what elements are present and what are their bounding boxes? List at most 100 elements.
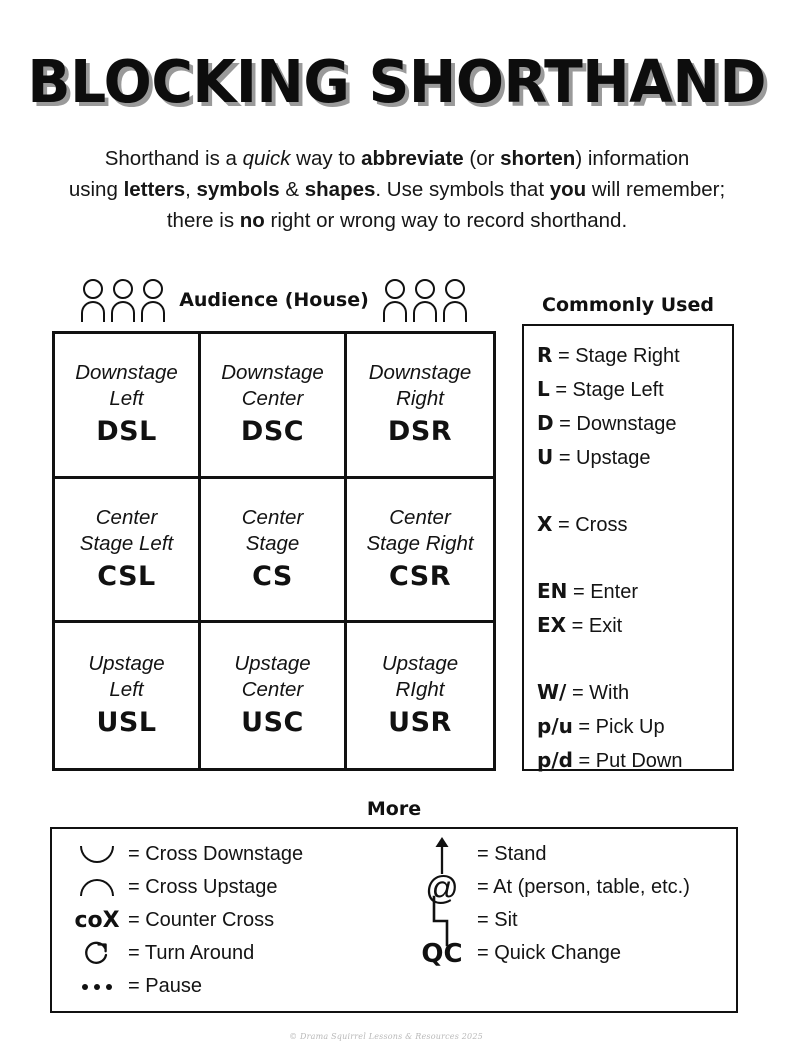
arc-downstage-icon (66, 846, 128, 863)
person-head (414, 278, 435, 299)
more-meaning: = Sit (477, 909, 518, 931)
intro-text-7: & (279, 178, 305, 201)
person-body (412, 300, 437, 322)
qc-text-icon: QC (407, 939, 477, 969)
stage-cell-abbr: USL (96, 707, 157, 739)
more-meaning: = Pause (128, 975, 202, 997)
more-right-column: = Stand @ = At (person, table, etc.) = S… (395, 829, 736, 1011)
commonly-used-entry: X = Cross (537, 508, 732, 542)
commonly-used-meaning: = Stage Right (557, 345, 680, 367)
intro-strong-shorten: shorten (500, 147, 576, 170)
turn-around-icon (66, 938, 128, 970)
stage-cell-abbr: USR (388, 707, 452, 739)
intro-strong-you: you (549, 178, 587, 201)
commonly-used-title: Commonly Used (542, 294, 714, 316)
more-left-column: = Cross Downstage = Cross Upstage coX = … (52, 829, 395, 1011)
intro-text-3: (or (463, 147, 501, 170)
commonly-used-spacer (537, 542, 732, 575)
commonly-used-meaning: = Put Down (578, 750, 683, 772)
more-symbol: coX (74, 908, 120, 933)
commonly-used-symbol: EX (537, 613, 567, 637)
intro-strong-abbreviate: abbreviate (361, 147, 464, 170)
commonly-used-symbol: D (537, 411, 554, 435)
intro-paragraph: Shorthand is a quick way to abbreviate (… (47, 143, 747, 236)
commonly-used-entry: EN = Enter (537, 575, 732, 609)
cox-text-icon: coX (66, 908, 128, 933)
stage-cell-name-line2: Left (109, 387, 144, 411)
stage-cell-name-line2: Center (241, 678, 304, 702)
more-box: = Cross Downstage = Cross Upstage coX = … (50, 827, 738, 1013)
commonly-used-symbol: R (537, 343, 553, 367)
copyright-footer: © Drama Squirrel Lessons & Resources 202… (289, 1032, 483, 1041)
commonly-used-meaning: = Pick Up (578, 716, 665, 738)
person-icon (81, 278, 106, 322)
stage-cell-abbr: DSC (240, 416, 305, 448)
commonly-used-meaning: = Enter (572, 581, 639, 603)
more-meaning: = Cross Downstage (128, 843, 304, 865)
intro-text-8: . Use symbols that (375, 178, 550, 201)
commonly-used-entry: D = Downstage (537, 407, 732, 441)
stage-cell-name-line1: Center (389, 505, 451, 529)
more-entry-counter-cross: coX = Counter Cross (66, 904, 395, 937)
commonly-used-meaning: = Stage Left (555, 379, 664, 401)
stage-cell-name-line2: Right (396, 387, 444, 411)
person-head (83, 278, 104, 299)
commonly-used-spacer (537, 643, 732, 676)
commonly-used-symbol: p/d (537, 748, 573, 772)
stage-cell-name-line1: Upstage (88, 652, 165, 676)
page-title: BLOCKING SHORTHAND (27, 47, 767, 116)
commonly-used-symbol: W/ (537, 680, 567, 704)
commonly-used-symbol: L (537, 377, 550, 401)
intro-emph-quick: quick (242, 147, 291, 170)
more-symbol: QC (421, 938, 463, 969)
more-entry-cross-upstage: = Cross Upstage (66, 871, 395, 904)
chair-sit-icon (407, 895, 477, 947)
more-meaning: = Stand (477, 843, 547, 865)
more-meaning: = Cross Upstage (128, 876, 278, 898)
stage-cell-abbr: CSR (388, 560, 452, 592)
commonly-used-meaning: = With (571, 682, 630, 704)
commonly-used-entry: U = Upstage (537, 441, 732, 475)
more-entry-sit: = Sit (407, 895, 736, 946)
stage-cell-name-line1: Center (95, 505, 158, 529)
intro-strong-letters: letters (123, 178, 186, 201)
person-head (113, 278, 134, 299)
commonly-used-entry: R = Stage Right (537, 339, 732, 373)
person-body (81, 300, 106, 322)
stage-cell-name-line2: Stage Left (79, 531, 174, 555)
stage-cell-name-line1: Downstage (221, 361, 324, 385)
person-icon (412, 278, 437, 322)
stage-cell-abbr: USC (241, 707, 304, 739)
intro-text-11: right or wrong way to record shorthand. (264, 209, 628, 232)
commonly-used-symbol: X (537, 512, 553, 536)
commonly-used-entry: p/d = Put Down (537, 744, 732, 778)
page-title-container: BLOCKING SHORTHAND (0, 52, 794, 111)
more-entry-pause: = Pause (66, 970, 395, 1003)
commonly-used-meaning: = Downstage (559, 413, 677, 435)
commonly-used-entry: W/ = With (537, 676, 732, 710)
intro-text-1: Shorthand is a (104, 147, 243, 170)
stage-cell-name-line1: Upstage (381, 652, 459, 676)
more-entry-stand: = Stand (407, 836, 736, 874)
intro-strong-symbols: symbols (196, 178, 280, 201)
ellipsis-pause-icon (66, 983, 128, 990)
more-title: More (366, 798, 422, 820)
stage-cell-name-line1: Downstage (75, 361, 178, 385)
commonly-used-symbol: U (537, 445, 554, 469)
commonly-used-symbol: p/u (537, 714, 573, 738)
